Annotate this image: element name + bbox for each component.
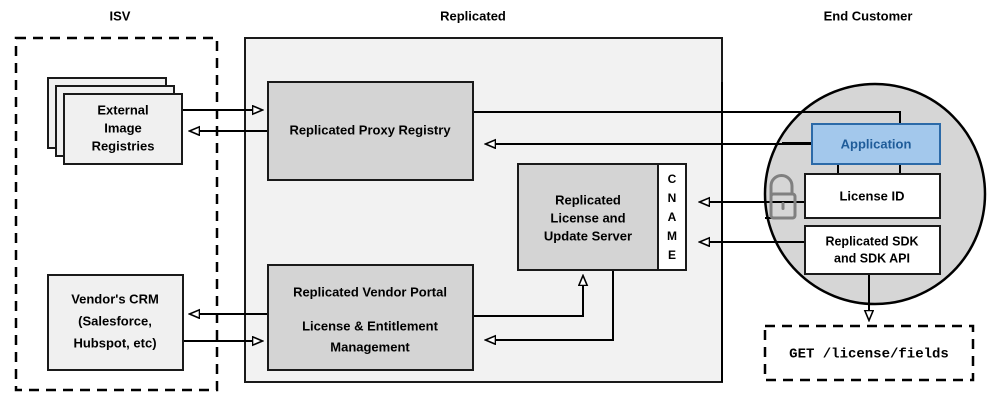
vendor-portal-box bbox=[267, 264, 474, 371]
registries-label-line1: External bbox=[97, 102, 148, 117]
node-replicated-sdk[interactable]: Replicated SDK and SDK API bbox=[804, 225, 941, 275]
license-id-box bbox=[804, 173, 941, 219]
node-replicated-license-update-server[interactable]: Replicated License and Update Server bbox=[517, 163, 659, 271]
vendor-portal-label-line2: License & Entitlement bbox=[302, 318, 438, 333]
vendors-crm-label-line3: Hubspot, etc) bbox=[73, 335, 156, 350]
unlock-icon bbox=[769, 174, 797, 220]
registries-label-line3: Registries bbox=[92, 138, 155, 153]
license-update-server-box bbox=[517, 163, 659, 271]
zone-boundary-isv bbox=[14, 36, 219, 392]
cname-letter-n: N bbox=[668, 191, 677, 205]
vendors-crm-label-line1: Vendor's CRM bbox=[71, 291, 159, 306]
cname-letter-a: A bbox=[668, 210, 677, 224]
license-server-label-line2: License and bbox=[550, 210, 625, 225]
application-label: Application bbox=[841, 136, 912, 151]
license-server-label-line3: Update Server bbox=[544, 228, 632, 243]
cname-letter-e: E bbox=[668, 248, 676, 262]
proxy-registry-box bbox=[267, 81, 474, 181]
vendors-crm-box bbox=[47, 274, 184, 371]
zone-title-replicated: Replicated bbox=[440, 8, 506, 23]
node-cname[interactable]: C N A M E bbox=[657, 163, 687, 271]
node-application[interactable]: Application bbox=[811, 123, 941, 165]
proxy-registry-label: Replicated Proxy Registry bbox=[289, 122, 451, 137]
lock-body bbox=[769, 192, 797, 220]
license-id-label: License ID bbox=[839, 188, 904, 203]
zone-title-isv: ISV bbox=[110, 8, 131, 23]
cname-strip bbox=[657, 163, 687, 271]
lock-keyhole bbox=[781, 202, 785, 210]
node-replicated-vendor-portal[interactable]: Replicated Vendor Portal License & Entit… bbox=[267, 264, 474, 371]
application-box bbox=[811, 123, 941, 165]
edge-vendor-portal-to-license-server bbox=[473, 276, 583, 317]
api-request-label: GET /license/fields bbox=[789, 347, 949, 363]
zone-title-end-customer: End Customer bbox=[824, 8, 913, 23]
registry-card-front bbox=[63, 93, 183, 165]
cname-letter-c: C bbox=[668, 172, 677, 186]
edge-license-server-to-vendor-portal bbox=[486, 270, 614, 340]
vendor-portal-label-line3: Management bbox=[330, 339, 410, 354]
license-server-label-line1: Replicated bbox=[555, 192, 621, 207]
node-api-request[interactable]: GET /license/fields bbox=[763, 324, 975, 382]
node-replicated-proxy-registry[interactable]: Replicated Proxy Registry bbox=[267, 81, 474, 181]
cname-letter-m: M bbox=[667, 229, 677, 243]
api-request-box bbox=[763, 324, 975, 382]
registries-label-line2: Image bbox=[104, 120, 142, 135]
replicated-sdk-label-line2: and SDK API bbox=[834, 251, 910, 265]
replicated-sdk-label-line1: Replicated SDK bbox=[825, 234, 918, 248]
vendor-portal-label-line1: Replicated Vendor Portal bbox=[293, 284, 447, 299]
node-license-id[interactable]: License ID bbox=[804, 173, 941, 219]
node-external-image-registries[interactable]: External Image Registries bbox=[47, 77, 183, 165]
replicated-sdk-box bbox=[804, 225, 941, 275]
vendors-crm-label-line2: (Salesforce, bbox=[78, 313, 152, 328]
node-vendors-crm[interactable]: Vendor's CRM (Salesforce, Hubspot, etc) bbox=[47, 274, 184, 371]
